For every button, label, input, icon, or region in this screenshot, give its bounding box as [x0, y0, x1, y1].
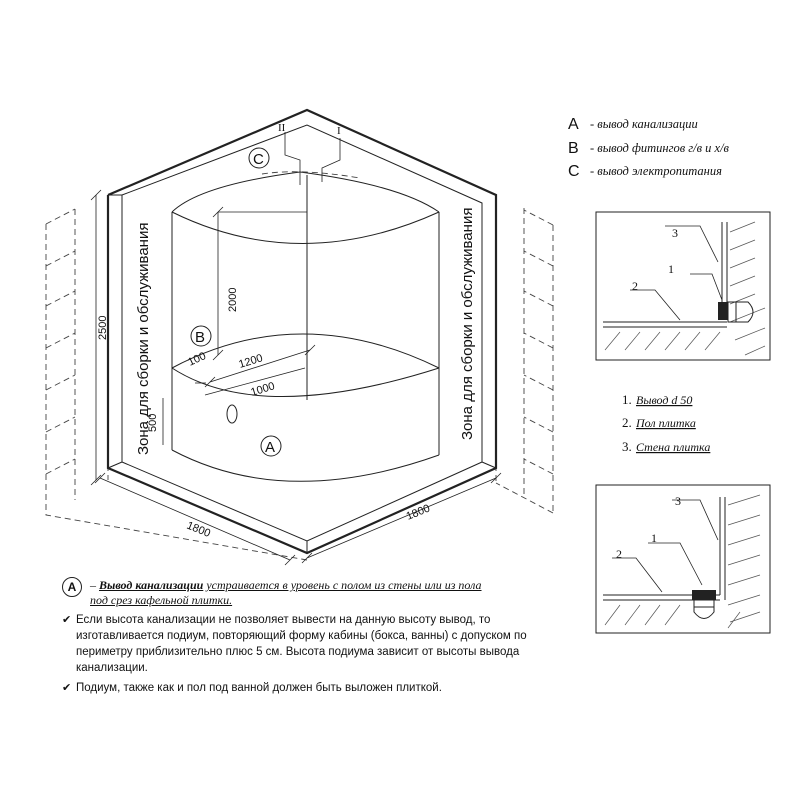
svg-text:A: A — [265, 439, 275, 456]
roman-two: II — [278, 122, 286, 134]
detail1-label-1: 1 — [668, 262, 674, 276]
zone-label-left: Зона для сборки и обслуживания — [135, 223, 152, 455]
notes: A – Вывод канализации устраивается в уро… — [62, 577, 542, 696]
detail-wall-outlet — [595, 211, 771, 361]
legend: A - вывод канализации B - вывод фитингов… — [568, 116, 730, 180]
detail1-label-3: 3 — [672, 226, 678, 240]
note-a-marker: A — [62, 577, 82, 597]
detail2-label-1: 1 — [651, 531, 657, 545]
svg-text:A: A — [568, 116, 579, 133]
note-bullet-2-text: Подиум, также как и пол под ванной долже… — [76, 682, 442, 694]
dim-2500: 2500 — [97, 316, 109, 340]
note-a: A – Вывод канализации устраивается в уро… — [62, 577, 542, 608]
checkmark-icon: ✔ — [62, 682, 72, 694]
svg-text:B: B — [568, 140, 579, 157]
room-outline — [106, 108, 498, 555]
svg-text:- вывод фитингов г/в и х/в: - вывод фитингов г/в и х/в — [590, 141, 730, 155]
svg-text:- вывод канализации: - вывод канализации — [590, 117, 698, 131]
dim-1200: 1200 — [237, 352, 264, 371]
marker-a: A — [260, 435, 282, 457]
note-a-text: – Вывод канализации устраивается в урове… — [90, 578, 482, 607]
marker-c: C — [248, 147, 270, 169]
roman-one: I — [337, 125, 341, 137]
note-bullet-1-text: Если высота канализации не позволяет выв… — [76, 614, 527, 674]
dim-floor-left: 1800 — [185, 520, 212, 540]
marker-b: B — [190, 325, 212, 347]
left-wall-tiles — [45, 195, 308, 561]
dim-500: 500 — [147, 414, 159, 432]
zone-label-right: Зона для сборки и обслуживания — [459, 208, 476, 440]
right-wall-tiles — [495, 195, 554, 514]
detail2-label-3: 3 — [675, 494, 681, 508]
svg-text:B: B — [195, 329, 205, 346]
note-bullet-2: ✔ Подиум, также как и пол под ванной дол… — [62, 680, 542, 696]
svg-text:- вывод электропитания: - вывод электропитания — [590, 164, 722, 178]
detail-key: 1. Вывод d 50 2. Пол плитка 3. Стена пли… — [622, 392, 710, 454]
svg-text:Вывод d 50: Вывод d 50 — [636, 393, 692, 407]
svg-text:1.: 1. — [622, 392, 632, 407]
shower-cabin — [171, 171, 440, 482]
svg-text:3.: 3. — [622, 439, 632, 454]
svg-text:Пол плитка: Пол плитка — [635, 416, 696, 430]
svg-text:Стена плитка: Стена плитка — [636, 440, 710, 454]
detail-floor-outlet — [595, 484, 771, 634]
dim-2000: 2000 — [227, 288, 239, 312]
dimension-lines — [90, 132, 502, 566]
detail2-label-2: 2 — [616, 547, 622, 561]
checkmark-icon: ✔ — [62, 614, 72, 626]
svg-text:2.: 2. — [622, 415, 632, 430]
dim-floor-right: 1800 — [405, 502, 432, 522]
svg-text:C: C — [568, 163, 580, 180]
note-a-title: Вывод канализации — [99, 578, 204, 592]
detail1-label-2: 2 — [632, 279, 638, 293]
note-bullet-1: ✔ Если высота канализации не позволяет в… — [62, 612, 542, 676]
svg-text:C: C — [253, 151, 264, 168]
